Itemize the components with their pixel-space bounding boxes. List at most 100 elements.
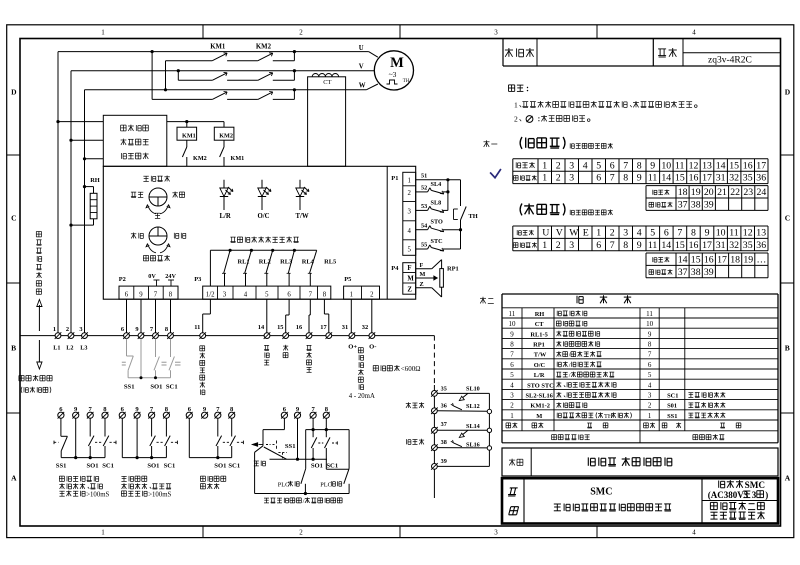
svg-text:1/2: 1/2 — [206, 291, 215, 298]
svg-text:RH: RH — [90, 177, 100, 184]
svg-text:P3: P3 — [194, 276, 201, 283]
svg-text:22: 22 — [730, 187, 740, 198]
svg-text:3: 3 — [510, 392, 514, 400]
svg-text:4: 4 — [583, 160, 588, 171]
svg-text:52: 52 — [421, 185, 427, 192]
svg-text:5: 5 — [648, 371, 652, 379]
svg-text:31: 31 — [342, 324, 348, 331]
svg-text:SL16: SL16 — [466, 442, 480, 449]
svg-text:2: 2 — [408, 190, 412, 197]
svg-text:RL2: RL2 — [259, 259, 271, 266]
svg-text:2: 2 — [648, 402, 652, 410]
svg-text:L/R: L/R — [534, 372, 545, 379]
svg-text:SC1: SC1 — [166, 383, 178, 390]
svg-text:10: 10 — [509, 320, 517, 328]
svg-text:15: 15 — [675, 240, 685, 251]
svg-text:4: 4 — [408, 228, 412, 235]
svg-text:B: B — [11, 344, 16, 353]
svg-text:14: 14 — [258, 324, 265, 331]
svg-text:10: 10 — [716, 228, 726, 239]
svg-text:5: 5 — [265, 291, 269, 298]
svg-text:2: 2 — [514, 115, 518, 124]
svg-text:1: 1 — [648, 412, 652, 420]
svg-text:3: 3 — [408, 209, 412, 216]
svg-text:D: D — [11, 88, 17, 97]
svg-text:2: 2 — [510, 402, 514, 410]
svg-text:35: 35 — [743, 173, 753, 184]
svg-text:0V: 0V — [148, 273, 156, 280]
svg-text:RL1-5: RL1-5 — [530, 331, 547, 338]
svg-text:12: 12 — [689, 160, 699, 171]
svg-text:6: 6 — [121, 406, 125, 413]
svg-text:6: 6 — [121, 326, 125, 333]
svg-text:PLC: PLC — [320, 481, 332, 488]
svg-text:KM2: KM2 — [193, 155, 207, 162]
svg-text:9: 9 — [650, 160, 655, 171]
svg-text:SL14: SL14 — [466, 423, 480, 430]
svg-text:(AC380V3: (AC380V3 — [708, 490, 749, 500]
svg-text:5: 5 — [650, 228, 655, 239]
svg-text:19: 19 — [691, 187, 701, 198]
svg-text:13: 13 — [756, 228, 766, 239]
svg-text:21: 21 — [717, 187, 727, 198]
svg-text:RL5: RL5 — [324, 259, 336, 266]
svg-text:O+: O+ — [348, 344, 357, 351]
svg-text:KM1: KM1 — [231, 155, 245, 162]
svg-text:7: 7 — [216, 406, 220, 413]
svg-text:RH: RH — [535, 311, 545, 318]
svg-text:39: 39 — [704, 200, 714, 211]
svg-text:39: 39 — [441, 458, 447, 465]
svg-text:A: A — [11, 474, 17, 483]
svg-text:35: 35 — [441, 385, 447, 392]
svg-text:RL1: RL1 — [238, 259, 250, 266]
svg-text:1: 1 — [408, 177, 411, 184]
svg-text:3: 3 — [752, 490, 757, 500]
svg-text:7: 7 — [677, 228, 682, 239]
svg-text:SMC: SMC — [590, 487, 612, 498]
svg-text:8: 8 — [169, 291, 173, 298]
svg-text:): ) — [765, 490, 768, 500]
svg-text:10: 10 — [661, 160, 671, 171]
svg-text:39: 39 — [704, 267, 714, 278]
svg-text:13: 13 — [702, 160, 712, 171]
svg-text:6: 6 — [188, 406, 192, 413]
svg-text:Z: Z — [420, 281, 424, 288]
svg-text:KM1: KM1 — [182, 132, 196, 139]
svg-text:1: 1 — [101, 28, 105, 36]
svg-text:37: 37 — [441, 421, 447, 428]
svg-text:4: 4 — [244, 291, 248, 298]
svg-text:17: 17 — [702, 173, 712, 184]
svg-text:2: 2 — [556, 173, 561, 184]
svg-text:9: 9 — [296, 406, 300, 413]
svg-text:7: 7 — [623, 160, 628, 171]
svg-text:9: 9 — [705, 228, 710, 239]
svg-text:16: 16 — [296, 324, 303, 331]
svg-text:7: 7 — [150, 406, 154, 413]
svg-text:5: 5 — [408, 247, 412, 254]
svg-text:1: 1 — [542, 240, 547, 251]
svg-text:17: 17 — [717, 255, 727, 266]
svg-text:37: 37 — [678, 200, 688, 211]
svg-text:M: M — [420, 271, 426, 278]
svg-text:2: 2 — [299, 529, 303, 537]
svg-text:1: 1 — [514, 101, 518, 110]
svg-text:9: 9 — [139, 291, 143, 298]
svg-text:4: 4 — [692, 28, 696, 36]
svg-text:TH: TH — [604, 413, 613, 420]
svg-text:O/C: O/C — [534, 362, 546, 369]
svg-text:15: 15 — [691, 255, 701, 266]
svg-text:SL12: SL12 — [466, 403, 480, 410]
svg-text:RL4: RL4 — [302, 259, 315, 266]
svg-text:STC: STC — [431, 238, 443, 245]
svg-text:Z: Z — [407, 287, 412, 294]
svg-text:9: 9 — [637, 240, 642, 251]
svg-text:SO1: SO1 — [147, 463, 159, 470]
svg-text:RL3: RL3 — [280, 259, 292, 266]
svg-text:8: 8 — [648, 341, 652, 349]
svg-text:6: 6 — [59, 406, 63, 413]
svg-text:2: 2 — [66, 326, 69, 333]
svg-text:P4: P4 — [391, 265, 399, 272]
svg-text:P1: P1 — [391, 175, 398, 182]
svg-text:SMC: SMC — [745, 480, 765, 490]
svg-text:36: 36 — [756, 173, 766, 184]
